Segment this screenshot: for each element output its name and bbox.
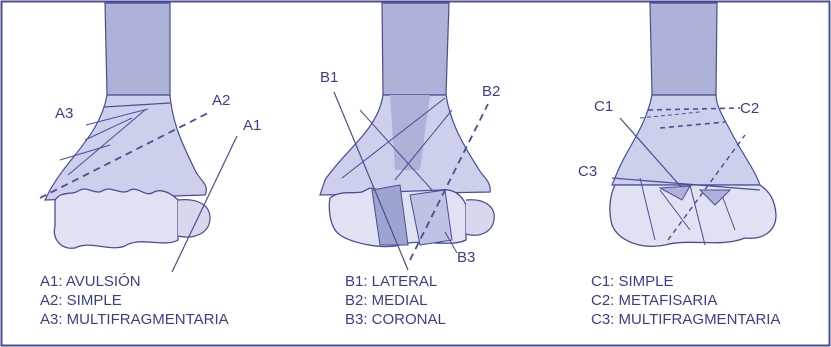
legend-b1: B1: LATERAL bbox=[345, 272, 446, 291]
label-c3: C3 bbox=[578, 164, 597, 179]
legend-a: A1: AVULSIÓN A2: SIMPLE A3: MULTIFRAGMEN… bbox=[40, 272, 229, 329]
legend-a1: A1: AVULSIÓN bbox=[40, 272, 229, 291]
legend-c1: C1: SIMPLE bbox=[591, 272, 780, 291]
legend-a2: A2: SIMPLE bbox=[40, 291, 229, 310]
bone-a-illustration bbox=[40, 3, 237, 272]
legend-c: C1: SIMPLE C2: METAFISARIA C3: MULTIFRAG… bbox=[591, 272, 780, 329]
label-c2: C2 bbox=[740, 101, 759, 116]
legend-a3: A3: MULTIFRAGMENTARIA bbox=[40, 310, 229, 329]
label-b2: B2 bbox=[482, 84, 500, 99]
label-a2: A2 bbox=[212, 93, 230, 108]
label-a1: A1 bbox=[243, 118, 261, 133]
legend-b3: B3: CORONAL bbox=[345, 310, 446, 329]
bone-b-illustration bbox=[320, 3, 494, 270]
legend-b2: B2: MEDIAL bbox=[345, 291, 446, 310]
label-c1: C1 bbox=[594, 99, 613, 114]
legend-c3: C3: MULTIFRAGMENTARIA bbox=[591, 310, 780, 329]
bone-c-illustration bbox=[610, 3, 776, 246]
label-b1: B1 bbox=[320, 70, 338, 85]
label-b3: B3 bbox=[457, 250, 475, 265]
legend-b: B1: LATERAL B2: MEDIAL B3: CORONAL bbox=[345, 272, 446, 329]
legend-c2: C2: METAFISARIA bbox=[591, 291, 780, 310]
label-a3: A3 bbox=[55, 106, 73, 121]
